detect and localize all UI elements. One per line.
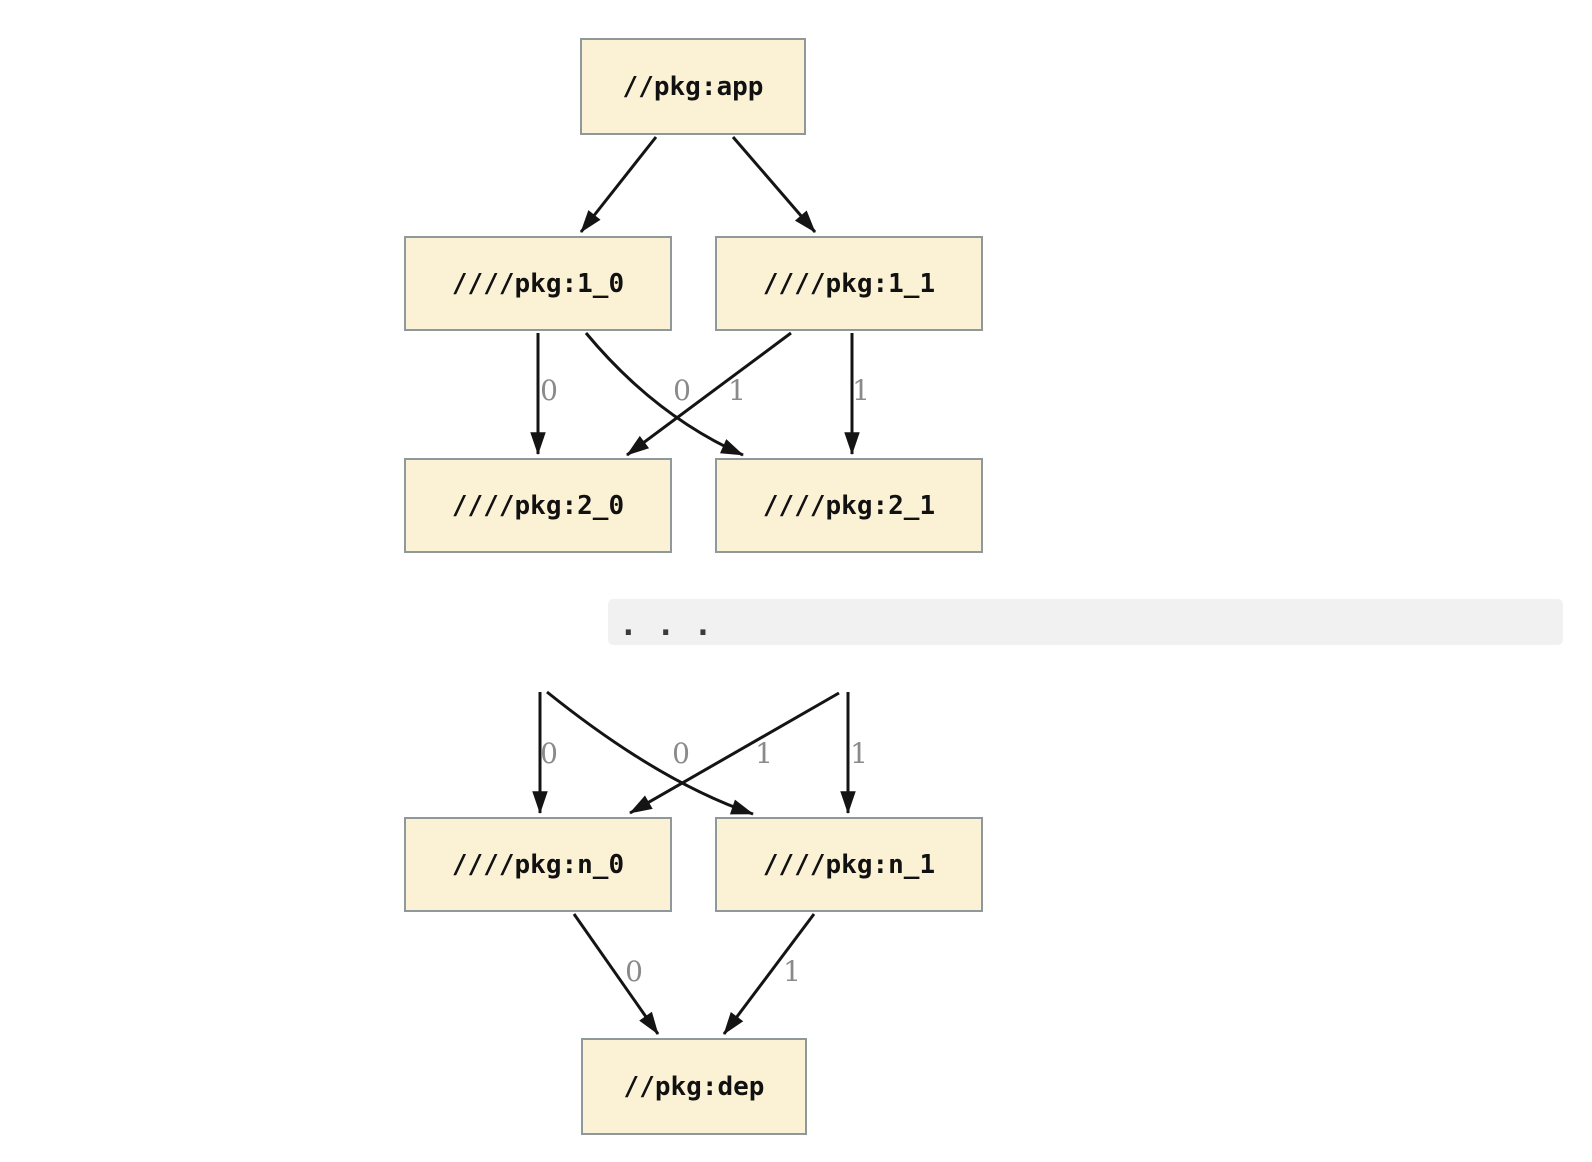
edge-label-to-n_0-left: 0 (540, 737, 558, 770)
edge-label-n_1-to-dep: 1 (783, 955, 801, 988)
edge-n_0-to-dep (572, 913, 660, 1035)
node-pkg-1_0: ////pkg:1_0 (404, 236, 672, 331)
edge-app-to-1_1 (731, 136, 817, 233)
node-pkg-n_0: ////pkg:n_0 (404, 817, 672, 912)
edge-label-to-n_0-cross: 0 (672, 737, 690, 770)
node-pkg-1_1: ////pkg:1_1 (715, 236, 983, 331)
ellipsis-band: . . . (608, 599, 1563, 645)
node-pkg-app: //pkg:app (580, 38, 806, 135)
edge-label-to-n_1-cross: 1 (755, 737, 773, 770)
edge-dots-to-n_1-cross (546, 690, 754, 816)
edge-label-1_0-to-2_1: 1 (728, 374, 746, 407)
edge-label-1_1-to-2_0: 0 (673, 374, 691, 407)
node-pkg-dep: //pkg:dep (581, 1038, 807, 1135)
edge-label-n_0-to-dep: 0 (625, 955, 643, 988)
edge-label-1_1-to-2_1: 1 (852, 374, 870, 407)
edge-label-1_0-to-2_0: 0 (540, 374, 558, 407)
edge-dots-to-n_0-cross (629, 691, 840, 815)
edge-1_1-to-2_0 (626, 331, 792, 457)
edge-n_1-to-dep (722, 913, 816, 1035)
node-pkg-2_1: ////pkg:2_1 (715, 458, 983, 553)
edge-1_0-to-2_1 (584, 332, 744, 457)
edge-app-to-1_0 (579, 136, 658, 233)
node-pkg-2_0: ////pkg:2_0 (404, 458, 672, 553)
edge-label-to-n_1-right: 1 (850, 737, 868, 770)
node-pkg-n_1: ////pkg:n_1 (715, 817, 983, 912)
ellipsis-text: . . . (619, 607, 713, 643)
